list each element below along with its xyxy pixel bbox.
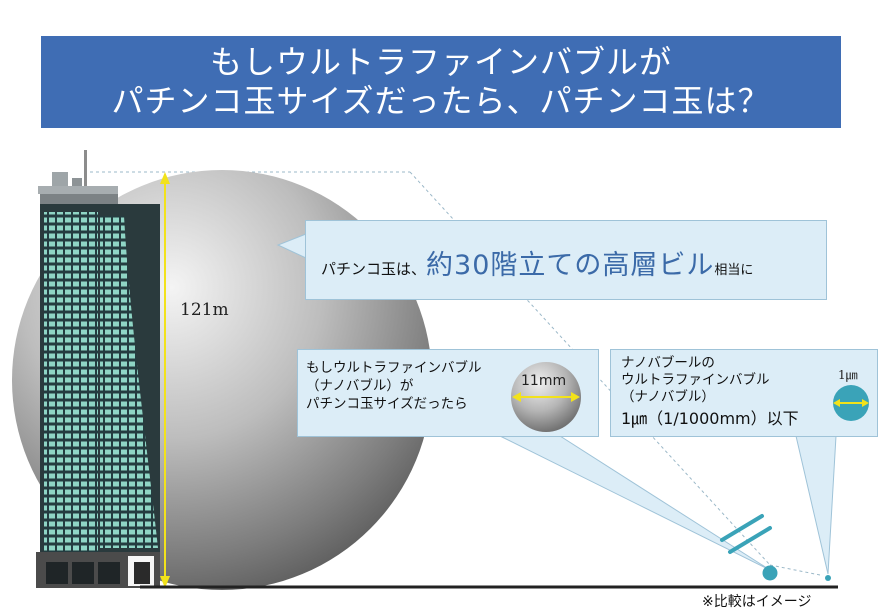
title-line-2: パチンコ玉サイズだったら、パチンコ玉は？ xyxy=(111,82,771,120)
pachinko-size-arrow xyxy=(512,392,580,402)
nano-bubble-dot xyxy=(825,575,831,581)
height-label: 121m xyxy=(180,300,229,320)
bubble-callout-line-1: もしウルトラファインバブル xyxy=(306,360,482,376)
pachinko-size-label: 11mm xyxy=(521,373,567,389)
main-callout-highlight: 約30階立ての高層ビル xyxy=(426,250,715,281)
title-line-1: もしウルトラファインバブルが xyxy=(209,43,672,81)
main-callout-suffix: 相当に xyxy=(714,263,754,278)
nano-callout-line-2: ウルトラファインバブル xyxy=(621,372,770,388)
height-measure-line xyxy=(160,172,170,588)
skyscraper xyxy=(36,150,160,588)
nano-size-label: 1㎛ xyxy=(838,368,858,382)
nano-callout-line-3: （ナノバブル） xyxy=(621,389,715,405)
nano-size-text: 1㎛（1/1000mm）以下 xyxy=(621,409,799,428)
nano-size-arrow xyxy=(833,399,869,407)
nano-callout-line-1: ナノバブールの xyxy=(621,355,715,371)
footnote: ※比較はイメージ xyxy=(702,594,812,610)
bubble-callout-line-3: パチンコ玉サイズだったら xyxy=(306,396,468,412)
title-banner: もしウルトラファインバブルが パチンコ玉サイズだったら、パチンコ玉は？ xyxy=(41,36,841,128)
scale-break-mark xyxy=(720,514,772,554)
main-callout: パチンコ玉は、約30階立ての高層ビル相当に xyxy=(305,220,827,300)
nano-callout: ナノバブールの ウルトラファインバブル （ナノバブル） 1㎛（1/1000mm）… xyxy=(610,349,878,437)
main-callout-prefix: パチンコ玉は、 xyxy=(321,260,427,278)
bubble-callout-line-2: （ナノバブル）が xyxy=(306,378,414,394)
ultrafine-bubble-dot xyxy=(762,565,778,581)
